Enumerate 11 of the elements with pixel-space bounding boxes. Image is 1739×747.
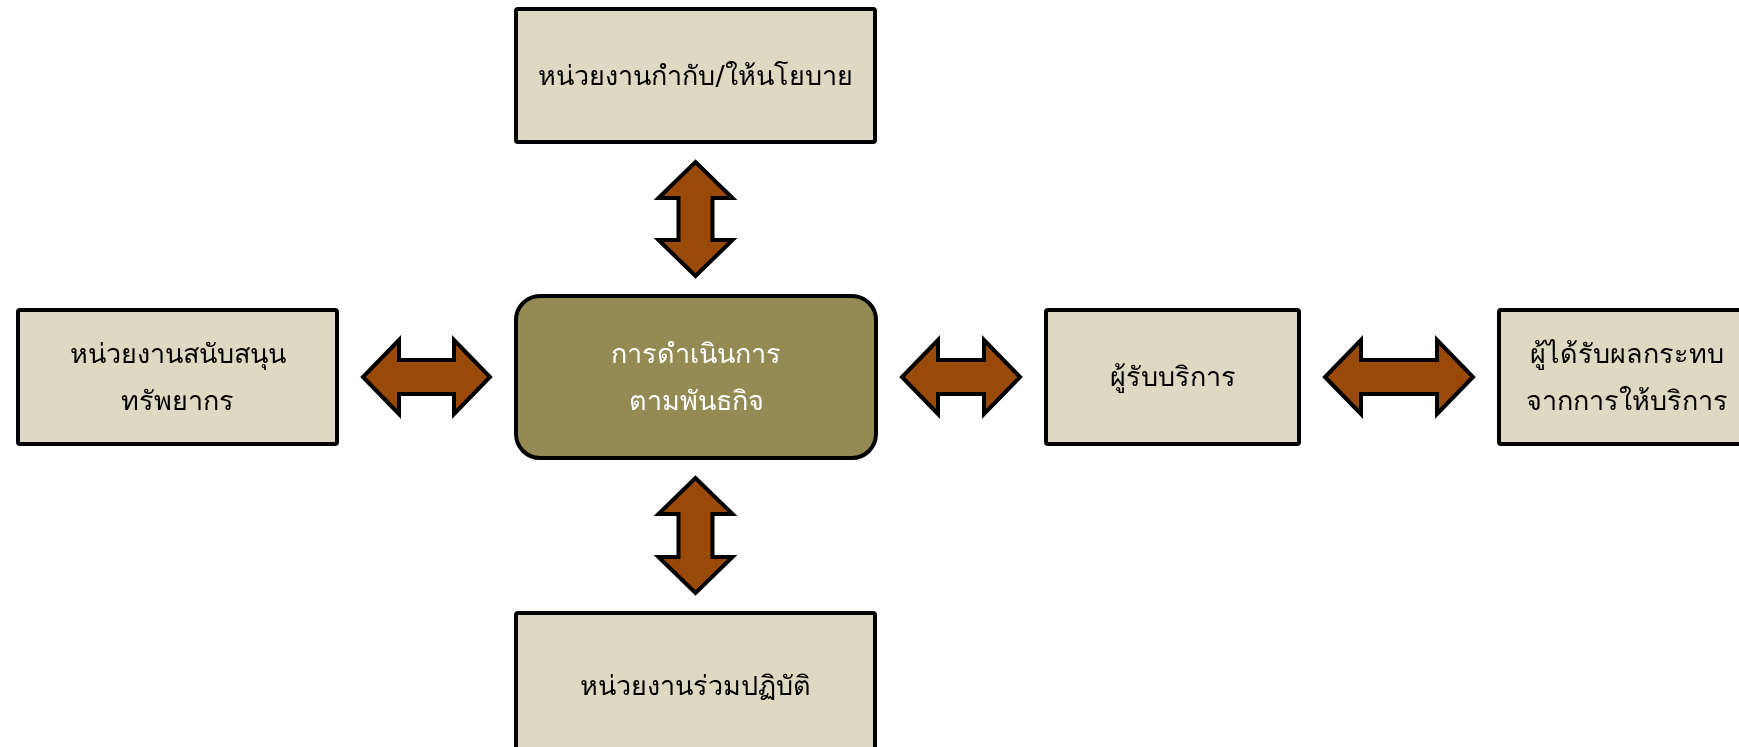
entity-box: หน่วยงานร่วมปฏิบัติ (514, 611, 877, 747)
entity-box: ผู้รับบริการ (1044, 308, 1301, 446)
entity-box: หน่วยงานกำกับ/ให้นโยบาย (514, 7, 877, 144)
entity-box: หน่วยงานสนับสนุนทรัพยากร (16, 308, 339, 446)
double-arrow (1322, 335, 1476, 419)
process-box: การดำเนินการตามพันธกิจ (514, 294, 878, 460)
entity-box: ผู้ได้รับผลกระทบจากการให้บริการ (1497, 308, 1739, 446)
double-arrow (653, 475, 738, 596)
double-arrow (899, 335, 1023, 419)
double-arrow (653, 159, 738, 279)
double-arrow (360, 335, 493, 419)
